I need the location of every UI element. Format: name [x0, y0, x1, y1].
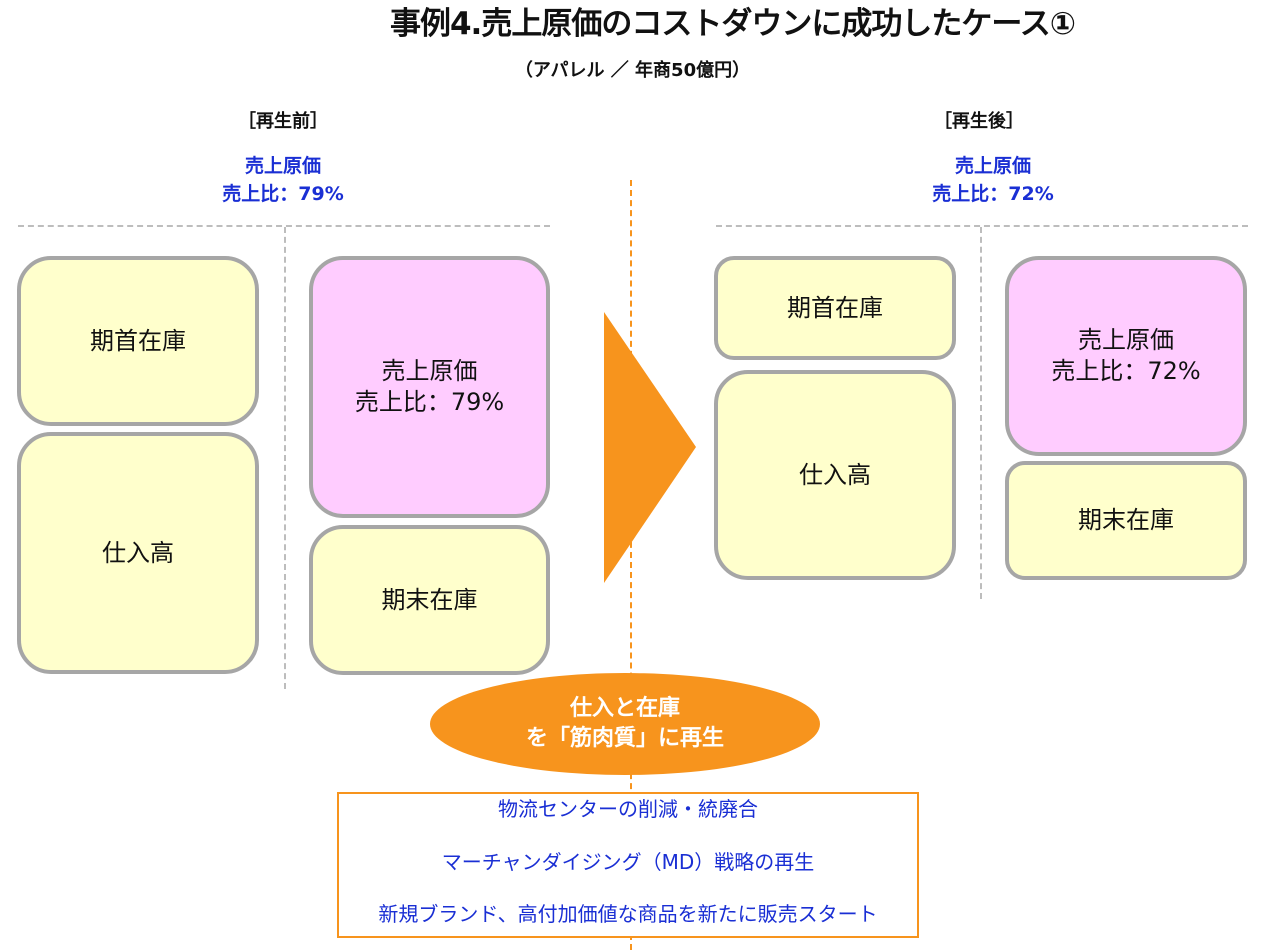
before-closing-inventory-box: 期末在庫: [309, 525, 550, 675]
after-opening-inventory-label: 期首在庫: [787, 293, 883, 322]
before-ratio: 売上原価 売上比：79%: [133, 152, 433, 208]
action-item: 物流センターの削減・統廃合: [498, 797, 758, 821]
center-ellipse-line1: 仕入と在庫: [569, 696, 680, 721]
before-cogs-line2: 売上比：79%: [354, 388, 505, 416]
action-item: マーチャンダイジング（MD）戦略の再生: [441, 850, 815, 874]
before-purchases-label: 仕入高: [102, 538, 174, 567]
center-ellipse-line2: を「筋肉質」に再生: [525, 726, 724, 751]
after-cogs-line1: 売上原価: [1078, 326, 1174, 354]
after-closing-inventory-label: 期末在庫: [1078, 506, 1174, 534]
after-ratio-line2: 売上比：72%: [932, 183, 1054, 205]
before-purchases-box: 仕入高: [17, 432, 259, 674]
page-title: 事例4.売上原価のコストダウンに成功したケース①: [389, 6, 1076, 42]
after-horizontal-divider: [716, 225, 1248, 227]
before-horizontal-divider: [18, 225, 550, 227]
action-item: 新規ブランド、高付加価値な商品を新たに販売スタート: [378, 902, 878, 926]
center-divider: [630, 180, 632, 950]
after-label: ［再生後］: [934, 111, 1024, 132]
before-opening-inventory-box: 期首在庫: [17, 256, 259, 426]
before-ratio-line2: 売上比：79%: [222, 183, 344, 205]
before-opening-inventory-label: 期首在庫: [90, 326, 186, 355]
center-ellipse: 仕入と在庫 を「筋肉質」に再生: [430, 673, 820, 775]
after-opening-inventory-box: 期首在庫: [714, 256, 956, 360]
after-cogs-box: 売上原価 売上比：72%: [1005, 256, 1247, 456]
before-cogs-box: 売上原価 売上比：79%: [309, 256, 550, 518]
before-vertical-divider: [284, 227, 286, 689]
page-subtitle: （アパレル ／ 年商50億円）: [514, 60, 751, 81]
actions-box: 物流センターの削減・統廃合 マーチャンダイジング（MD）戦略の再生 新規ブランド…: [337, 792, 919, 938]
before-ratio-line1: 売上原価: [244, 155, 321, 177]
before-cogs-line1: 売上原価: [381, 357, 478, 385]
after-purchases-box: 仕入高: [714, 370, 956, 580]
after-ratio: 売上原価 売上比：72%: [843, 152, 1143, 208]
after-closing-inventory-box: 期末在庫: [1005, 461, 1247, 580]
right-triangle-arrow-icon: [604, 312, 696, 583]
after-cogs-line2: 売上比：72%: [1051, 357, 1201, 385]
after-purchases-label: 仕入高: [799, 460, 871, 489]
before-label: ［再生前］: [238, 111, 328, 132]
before-closing-inventory-label: 期末在庫: [381, 585, 478, 614]
after-ratio-line1: 売上原価: [954, 155, 1031, 177]
after-vertical-divider: [980, 227, 982, 599]
